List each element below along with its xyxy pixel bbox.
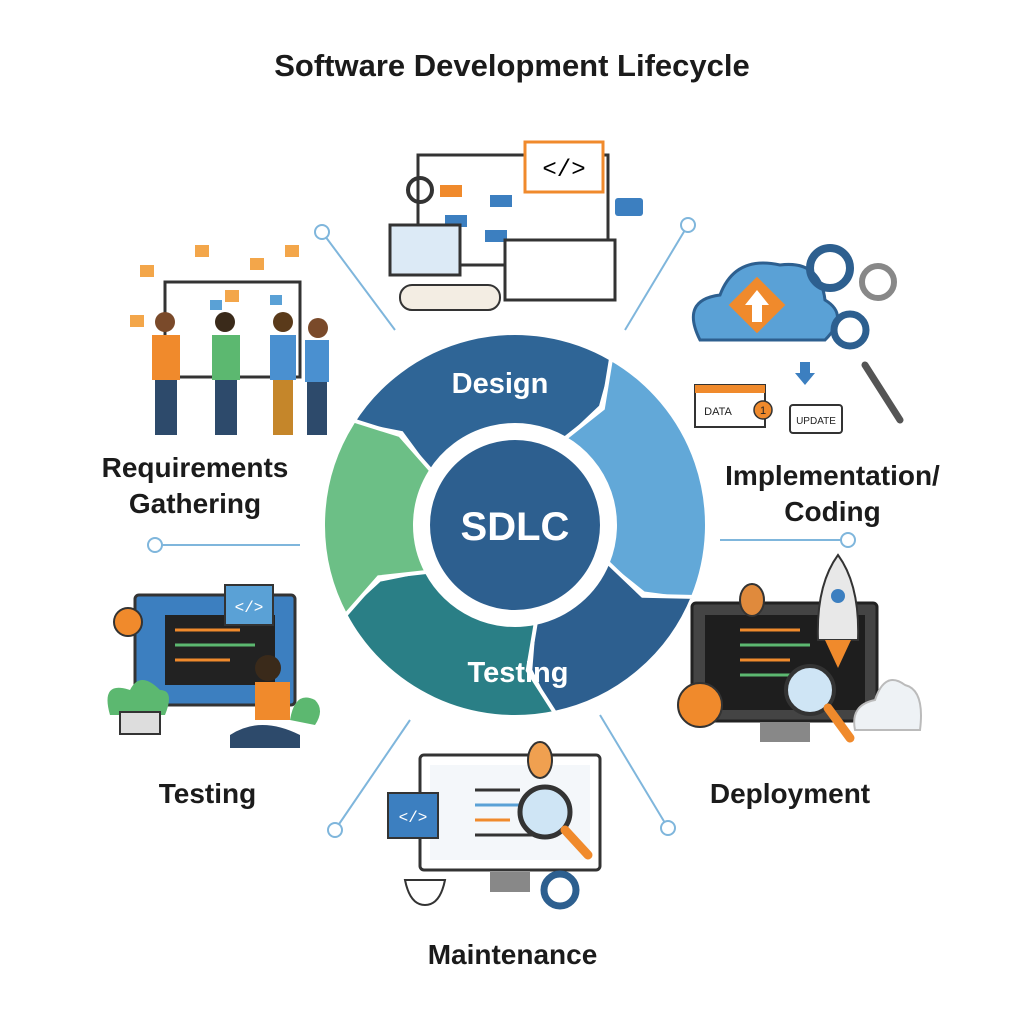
ring-label-testing: Testing [468,657,569,689]
maintenance-illustration: </> [387,741,602,910]
stage-label-implementation: Implementation/ Coding [725,460,940,527]
stage-label-testing: Testing [158,778,257,809]
gear-icon [113,607,143,637]
ring-label-design: Design [452,368,549,400]
gear-icon [830,310,870,350]
update-label: UPDATE [796,416,836,427]
center-label: SDLC [461,505,570,549]
ring-segment-3 [528,558,696,726]
ring-segment-5 [321,414,437,619]
testing-illustration: </> [107,584,320,748]
team-people-icon [152,312,329,435]
code-icon: </> [399,809,428,827]
gear-icon [540,870,580,910]
code-icon: </> [235,599,264,617]
data-label: DATA [704,406,732,418]
stage-label-requirements: Requirements Gathering [101,452,289,519]
requirements-illustration [130,245,329,435]
stage-label-deployment: Deployment [709,778,871,809]
wrench-icon [861,361,904,424]
magnifier-icon [517,784,573,840]
design-illustration: </> [388,140,643,311]
gear-icon [806,244,854,292]
cloud-icon [853,679,922,731]
bug-badge-icon [677,682,723,728]
blueprint-scroll-icon [399,284,501,311]
lifecycle-ring [321,331,709,726]
magnifier-icon [784,664,836,716]
gear-icon [406,176,434,204]
code-icon: </> [542,157,585,184]
bug-icon [527,741,553,779]
center-circle [424,434,606,616]
deployment-illustration [677,553,922,743]
bug-icon [739,583,765,617]
mortar-icon [403,879,447,907]
gear-icon [859,263,897,301]
badge-count: 1 [760,405,766,417]
plant-icon [107,680,169,715]
connector-lines [147,217,856,838]
implementation-illustration: DATA 1 UPDATE [691,244,904,434]
diagram-title: Software Development Lifecycle [274,48,750,83]
stage-label-maintenance: Maintenance [427,939,598,970]
